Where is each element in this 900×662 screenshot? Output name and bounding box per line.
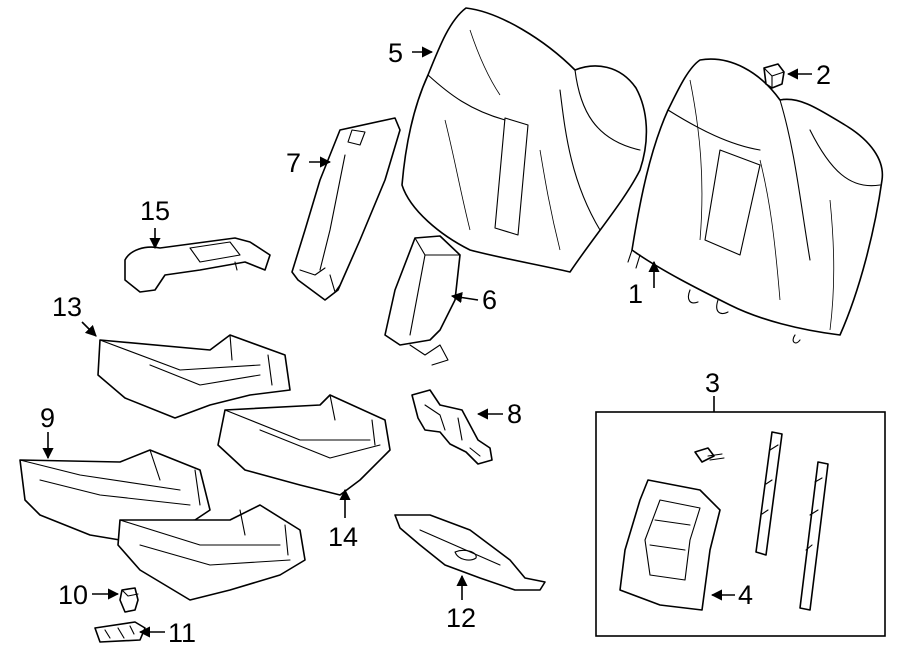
callout-11: 11 <box>168 618 196 648</box>
side-bolster-part-7 <box>291 117 401 301</box>
bolster-pad-part-6 <box>384 235 461 366</box>
seat-back-frame-part-1 <box>627 58 884 344</box>
callout-1: 1 <box>628 279 643 309</box>
cushion-pad-part-13 <box>97 334 291 419</box>
callout-15: 15 <box>140 196 170 226</box>
callout-4: 4 <box>738 580 753 610</box>
bolt-icon <box>694 447 725 463</box>
callout-12: 12 <box>446 603 476 633</box>
small-bracket-part-11 <box>94 621 146 643</box>
cushion-part-14 <box>217 394 391 496</box>
strap-pair <box>755 431 829 611</box>
callout-7: 7 <box>286 148 301 178</box>
clip-part-10 <box>119 587 139 613</box>
callout-3: 3 <box>705 368 720 398</box>
callout-6: 6 <box>482 285 497 315</box>
plate-part-12 <box>394 514 546 591</box>
seat-back-cover-part-5 <box>401 7 648 273</box>
callout-5: 5 <box>388 38 403 68</box>
callout-14: 14 <box>328 522 358 552</box>
frame-part-4 <box>619 479 721 611</box>
callout-13: 13 <box>52 292 82 322</box>
callout-9: 9 <box>40 403 55 433</box>
trim-bracket-part-15 <box>124 237 271 293</box>
callout-8: 8 <box>507 399 522 429</box>
callout-2: 2 <box>816 60 831 90</box>
callout-10: 10 <box>58 580 88 610</box>
bracket-part-8 <box>411 389 493 465</box>
seat-cushion-assembly-part-9 <box>19 449 306 601</box>
kit-box-part-3 <box>595 411 886 637</box>
clip-part-2 <box>763 63 785 89</box>
